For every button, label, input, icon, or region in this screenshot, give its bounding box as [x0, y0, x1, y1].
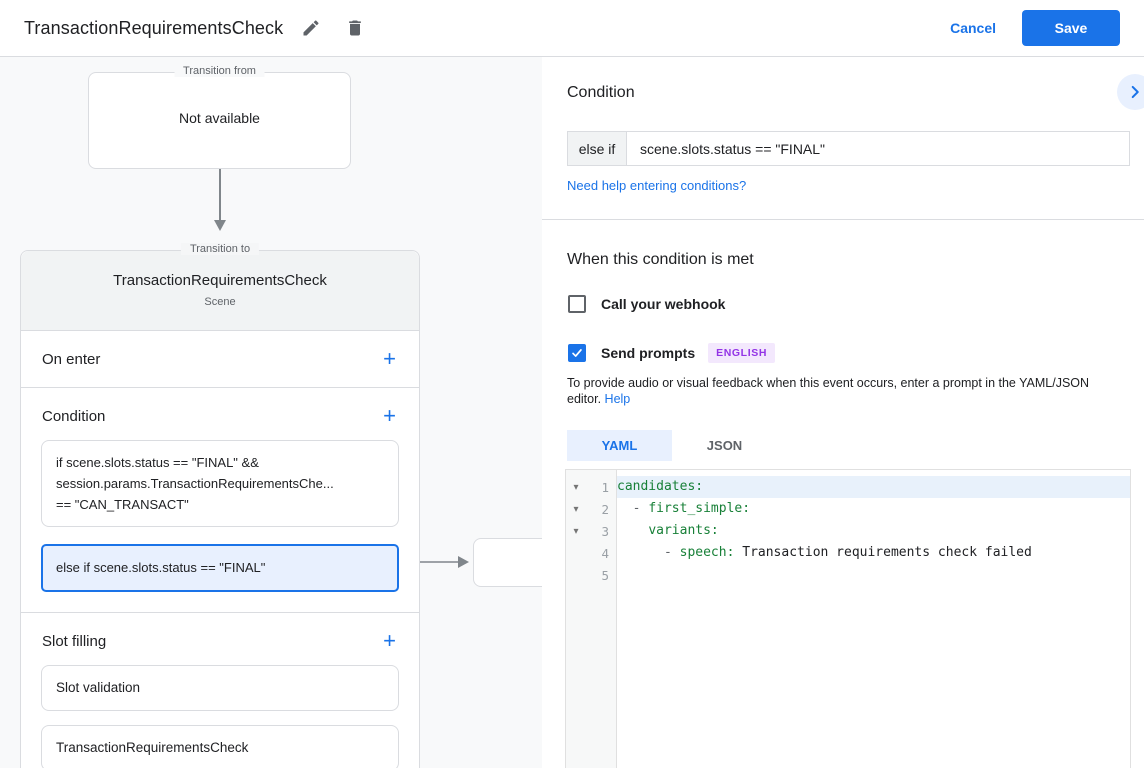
- add-condition-button[interactable]: +: [383, 403, 396, 428]
- panel-divider: [542, 219, 1144, 220]
- condition-item-1[interactable]: if scene.slots.status == "FINAL" && sess…: [41, 440, 399, 527]
- line-number: 2: [601, 501, 609, 517]
- webhook-row: Call your webhook: [568, 295, 725, 313]
- code-line: candidates:: [617, 476, 1130, 498]
- conditions-help-link[interactable]: Need help entering conditions?: [567, 178, 747, 193]
- cancel-button[interactable]: Cancel: [950, 20, 996, 36]
- top-bar: TransactionRequirementsCheck Cancel Save: [0, 0, 1144, 57]
- transition-from-value: Not available: [179, 109, 260, 126]
- condition-section-label: Condition: [42, 407, 106, 425]
- transition-from-legend: Transition from: [174, 65, 265, 77]
- condition-expression-input[interactable]: [627, 131, 1130, 166]
- editor-tabs: YAML JSON: [567, 430, 777, 461]
- prompts-description-line1: To provide audio or visual feedback when…: [567, 376, 1090, 390]
- send-prompts-checkbox[interactable]: [568, 344, 586, 362]
- editor-gutter: ▾ 1 ▾ 2 ▾ 3 4 5: [566, 470, 617, 768]
- chevron-right-icon: [1124, 81, 1144, 103]
- prompts-description: To provide audio or visual feedback when…: [567, 375, 1137, 407]
- editor-code-area[interactable]: candidates: - first_simple: variants: - …: [617, 470, 1130, 768]
- slot-filling-section: Slot filling + Slot validation Transacti…: [21, 613, 419, 768]
- condition-detail-panel: Condition else if Need help entering con…: [542, 57, 1144, 768]
- condition-item-2-selected[interactable]: else if scene.slots.status == "FINAL": [41, 544, 399, 592]
- condition-item-2-text: else if scene.slots.status == "FINAL": [56, 560, 266, 575]
- delete-scene-button[interactable]: [339, 12, 371, 44]
- slot-item-validation[interactable]: Slot validation: [41, 665, 399, 711]
- scene-node-title: TransactionRequirementsCheck: [113, 272, 327, 289]
- condition-prefix: else if: [567, 131, 627, 166]
- code-line: variants:: [648, 523, 719, 538]
- transition-from-node[interactable]: Transition from Not available: [88, 65, 351, 169]
- prompts-description-line2: editor.: [567, 392, 602, 406]
- transition-target-node[interactable]: [473, 538, 542, 587]
- slot-filling-label: Slot filling: [42, 632, 107, 650]
- call-webhook-label: Call your webhook: [601, 296, 726, 312]
- scene-flow-canvas: Transition from Not available Transition…: [0, 57, 542, 768]
- condition-expression-row: else if: [567, 131, 1130, 166]
- trash-icon: [345, 18, 365, 38]
- slot-item-transaction-check[interactable]: TransactionRequirementsCheck: [41, 725, 399, 768]
- save-button[interactable]: Save: [1022, 10, 1120, 46]
- scene-node-card: Transition to TransactionRequirementsChe…: [20, 243, 420, 768]
- on-enter-label: On enter: [42, 350, 101, 368]
- condition-section: Condition + if scene.slots.status == "FI…: [21, 388, 419, 613]
- when-condition-met-heading: When this condition is met: [567, 251, 754, 268]
- condition-item-1-line3: == "CAN_TRANSACT": [56, 497, 189, 512]
- call-webhook-checkbox[interactable]: [568, 295, 586, 313]
- checkmark-icon: [570, 346, 584, 360]
- code-line: [617, 564, 1130, 586]
- collapse-panel-button[interactable]: [1117, 74, 1144, 110]
- tab-json[interactable]: JSON: [672, 430, 777, 461]
- code-line: - first_simple:: [617, 501, 751, 516]
- scene-node-subtitle: Scene: [204, 296, 236, 308]
- fold-toggle-icon[interactable]: ▾: [573, 503, 579, 515]
- line-number: 1: [601, 479, 609, 495]
- pencil-icon: [301, 18, 321, 38]
- page-title: TransactionRequirementsCheck: [24, 17, 284, 38]
- line-number: 3: [601, 523, 609, 539]
- send-prompts-label: Send prompts: [601, 345, 696, 361]
- add-slot-button[interactable]: +: [383, 628, 396, 653]
- yaml-code-editor[interactable]: ▾ 1 ▾ 2 ▾ 3 4 5 candidates: - first_simple:…: [565, 469, 1131, 768]
- language-badge: ENGLISH: [708, 343, 775, 363]
- transition-to-legend: Transition to: [180, 243, 260, 255]
- fold-toggle-icon[interactable]: ▾: [573, 481, 579, 493]
- panel-title: Condition: [567, 84, 635, 101]
- edit-title-button[interactable]: [295, 12, 327, 44]
- fold-toggle-icon[interactable]: ▾: [573, 525, 579, 537]
- scene-node-header[interactable]: TransactionRequirementsCheck Scene: [21, 251, 419, 331]
- line-number: 5: [601, 567, 609, 583]
- condition-item-1-line1: if scene.slots.status == "FINAL" &&: [56, 455, 259, 470]
- on-enter-row: On enter +: [21, 331, 419, 388]
- prompts-row: Send prompts ENGLISH: [568, 343, 775, 363]
- prompts-help-link[interactable]: Help: [604, 392, 631, 406]
- code-line: - speech: Transaction requirements check…: [617, 545, 1032, 560]
- condition-item-1-line2: session.params.TransactionRequirementsCh…: [56, 476, 334, 491]
- tab-yaml[interactable]: YAML: [567, 430, 672, 461]
- add-on-enter-button[interactable]: +: [383, 346, 396, 371]
- line-number: 4: [601, 545, 609, 561]
